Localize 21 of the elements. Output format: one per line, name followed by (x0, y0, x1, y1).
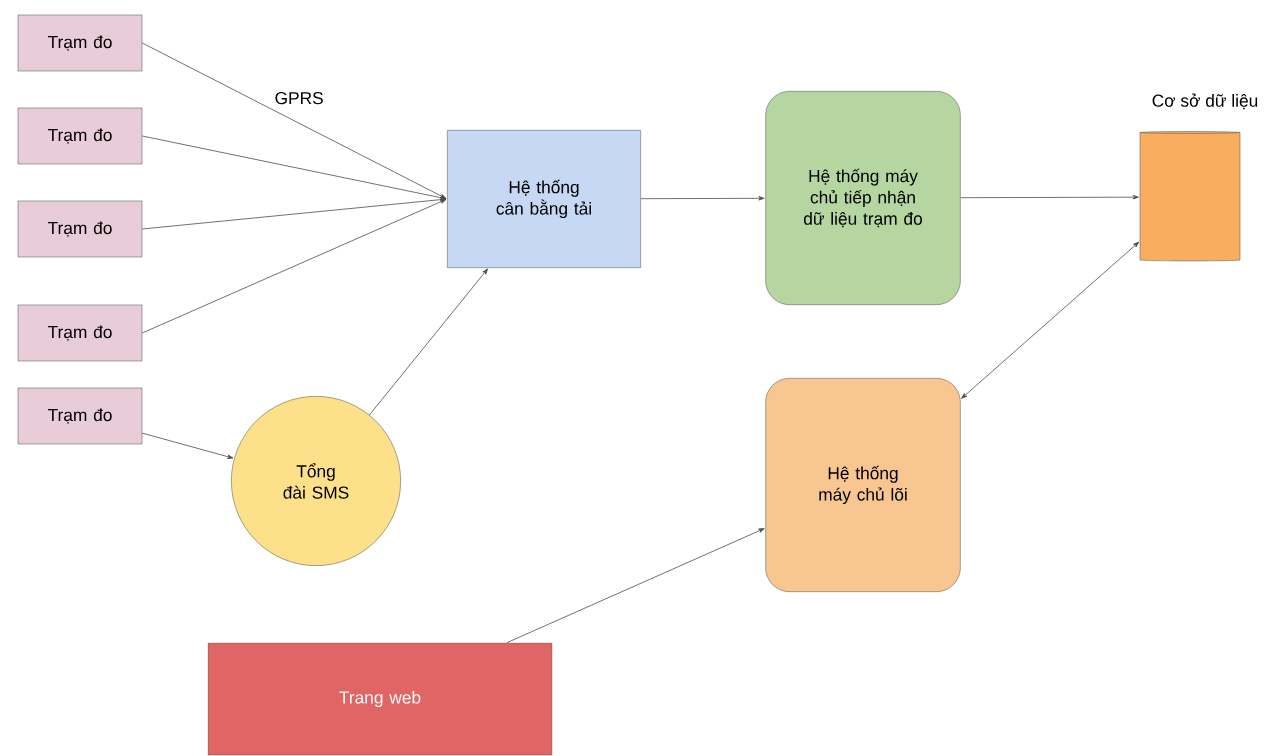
arrow (141, 42, 447, 199)
station-box: Trạm đo (17, 200, 143, 258)
database-cylinder: Cơ sở dữ liệu (1139, 93, 1258, 262)
edge-label: GPRS (273, 90, 325, 106)
server-box: Hệ thống máy chủ tiếp nhận dữ liệu trạm đo (765, 91, 961, 305)
arrow (506, 528, 765, 644)
arrow (141, 432, 234, 459)
arrow (369, 268, 489, 416)
arrow (141, 199, 447, 334)
server-box: Hệ thống máy chủ lõi (765, 378, 961, 592)
station-box: Trạm đo (17, 387, 143, 445)
arrow (961, 241, 1140, 399)
process-box: Hệ thống cân bằng tải (447, 130, 641, 268)
arrow (960, 195, 1139, 200)
web-page-box: Trang web (207, 642, 553, 756)
arrow (141, 197, 447, 230)
station-box: Trạm đo (17, 14, 143, 72)
arrow (640, 196, 765, 201)
station-box: Trạm đo (17, 304, 143, 362)
arrow (141, 135, 447, 200)
station-box: Trạm đo (17, 107, 143, 165)
